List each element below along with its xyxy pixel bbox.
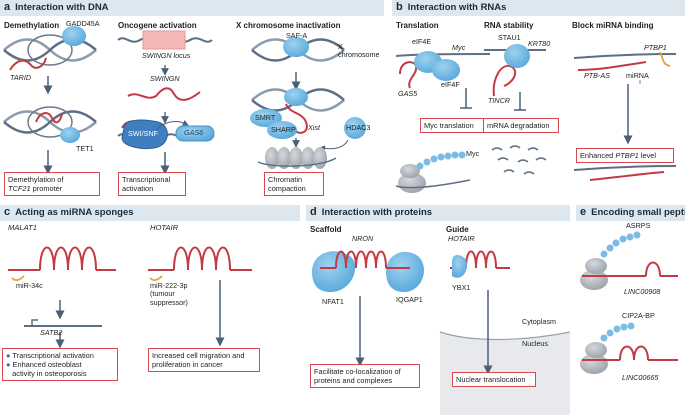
myc-gene-label: Myc <box>452 43 466 52</box>
gas6-label: GAS6 <box>184 128 204 137</box>
ptbp1-level-box: Enhanced PTBP1 level <box>576 148 674 164</box>
degraded-mrna-fragments <box>491 145 547 175</box>
tarid-label: TARID <box>10 73 32 82</box>
linc00665-label: LINC00665 <box>622 373 659 382</box>
nuclear-translocation-box: Nuclear translocation <box>452 372 536 388</box>
mirna-block-diagram <box>573 51 677 181</box>
oncogene-diagram <box>117 30 215 175</box>
oncogene-title: Oncogene activation <box>118 21 197 30</box>
asrps-label: ASRPS <box>626 221 651 230</box>
demethylation-title: Demethylation <box>4 21 60 30</box>
hotair-guide-label: HOTAIR <box>448 234 475 243</box>
nfat1-label: NFAT1 <box>322 297 344 306</box>
eif4e-label: eIF4E <box>412 37 432 46</box>
eif4f-label: eIF4F <box>441 80 460 89</box>
scaffold-diagram <box>312 250 425 367</box>
hotair-sponge-label: HOTAIR <box>150 223 179 232</box>
translation-title: Translation <box>396 21 439 30</box>
ptb-as-label: PTB-AS <box>584 71 610 80</box>
malat1-label: MALAT1 <box>8 223 37 232</box>
asrps-diagram <box>580 231 678 290</box>
demethylation-outcome-box: Demethylation of TCF21 promoter <box>4 172 100 197</box>
sharp-label: SHARP <box>271 125 296 134</box>
cip2a-bp-label: CIP2A-BP <box>622 311 655 320</box>
cip2a-bp-diagram <box>580 322 678 374</box>
swingn-locus-label: SWINGN locus <box>142 51 191 60</box>
stau1-label: STAU1 <box>498 33 521 42</box>
myc-translation-box: Myc translation <box>420 118 488 134</box>
translation-diagram <box>395 51 491 193</box>
satb2-label: SATB2 <box>40 328 63 337</box>
nucleus-label: Nucleus <box>522 339 548 348</box>
myc-protein-label: Myc <box>466 149 480 158</box>
xist-label: Xist <box>308 123 320 132</box>
guide-title: Guide <box>446 225 469 234</box>
tincr-label: TINCR <box>488 96 510 105</box>
swingn-label: SWINGN <box>150 74 180 83</box>
mirna-block-title: Block miRNA binding <box>572 21 654 30</box>
tet1-label: TET1 <box>76 144 94 153</box>
malat1-outcome-box: ● Transcriptional activation ● Enhanced … <box>2 348 118 382</box>
gadd45a-label: GADD45A <box>66 19 100 28</box>
saf-a-label: SAF-A <box>286 31 308 40</box>
demethylation-diagram <box>3 26 97 175</box>
linc00908-label: LINC00908 <box>624 287 661 296</box>
ybx1-label: YBX1 <box>452 283 471 292</box>
ptbp1-label: PTBP1 <box>644 43 667 52</box>
x-inactivation-diagram <box>250 37 366 169</box>
hdac3-label: HDAC3 <box>346 123 371 132</box>
cip2a-bp-peptide <box>600 322 635 342</box>
x-inactivation-title: X chromosome inactivation <box>236 21 341 30</box>
iqgap1-label: IQGAP1 <box>396 295 423 304</box>
cytoplasm-label: Cytoplasm <box>522 317 556 326</box>
scaffold-title: Scaffold <box>310 225 342 234</box>
gas5-label: GAS5 <box>398 89 418 98</box>
rna-stability-diagram <box>484 44 547 175</box>
rna-stability-title: RNA stability <box>484 21 534 30</box>
smrt-label: SMRT <box>255 113 276 122</box>
asrps-peptide <box>600 231 641 258</box>
guide-diagram <box>439 250 571 415</box>
malat1-sponge-diagram <box>8 246 116 349</box>
swi-snf-label: SWI/SNF <box>128 129 158 138</box>
krt80-label: KRT80 <box>528 39 551 48</box>
myc-peptide <box>416 151 466 170</box>
nron-label: NRON <box>352 234 374 243</box>
mir-34c-label: miR-34c <box>16 281 43 290</box>
mirna-label: miRNA <box>626 71 649 80</box>
mrna-degradation-box: mRNA degradation <box>483 118 559 134</box>
hotair-sponge-diagram <box>148 246 252 347</box>
